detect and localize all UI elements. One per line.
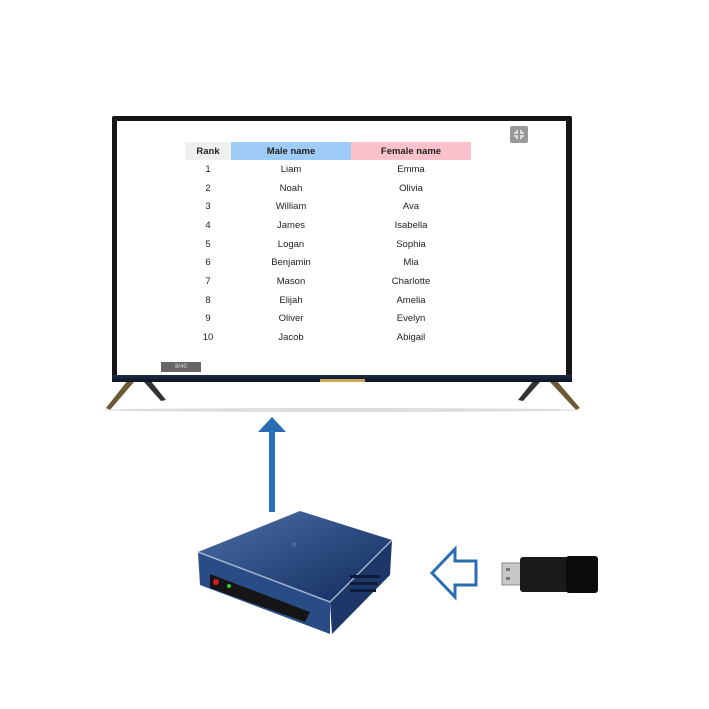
rank-cell: 2 <box>205 182 211 194</box>
rank-cell: 6 <box>205 257 211 269</box>
box-brand-logo: ⌂ <box>291 541 297 548</box>
tv-screen: Rank Male name Female name 1 Liam Emma 2 Noa… <box>117 121 566 375</box>
media-player-box: ⌂ <box>197 511 393 634</box>
rank-cell: 7 <box>205 275 211 287</box>
table-row: 9 Oliver Evelyn <box>185 310 471 329</box>
male-name-cell: James <box>277 219 305 231</box>
rank-cell: 10 <box>202 332 214 344</box>
table-row: 7 Mason Charlotte <box>185 272 471 291</box>
female-name-cell: Mia <box>403 257 419 269</box>
table-row: 1 Liam Emma <box>185 160 471 179</box>
male-name-cell: Oliver <box>278 313 304 325</box>
male-name-cell: Benjamin <box>271 257 311 269</box>
rank-cell: 5 <box>205 238 211 250</box>
table-row: 8 Elijah Amelia <box>185 291 471 310</box>
usb-drive-icon <box>501 556 598 593</box>
male-name-cell: Logan <box>277 238 305 250</box>
male-name-cell: William <box>275 201 307 213</box>
table-header-row: Rank Male name Female name <box>185 142 471 160</box>
table-row: 6 Benjamin Mia <box>185 253 471 272</box>
female-name-cell: Evelyn <box>396 313 426 325</box>
table-row: 5 Logan Sophia <box>185 235 471 254</box>
header-male-name: Male name <box>231 142 351 160</box>
male-name-cell: Noah <box>279 182 303 194</box>
female-name-cell: Isabella <box>394 219 428 231</box>
female-name-cell: Ava <box>402 201 420 213</box>
rank-cell: 1 <box>205 163 211 175</box>
rank-cell: 9 <box>205 313 211 325</box>
tv-bottom-bezel <box>112 375 572 382</box>
table-row: 3 William Ava <box>185 197 471 216</box>
female-name-cell: Charlotte <box>391 275 431 287</box>
header-rank: Rank <box>185 142 231 160</box>
up-arrow-icon <box>258 417 286 512</box>
female-name-cell: Olivia <box>399 182 423 194</box>
male-name-cell: Jacob <box>278 332 304 344</box>
rank-cell: 3 <box>205 201 211 213</box>
male-name-cell: Mason <box>276 275 306 287</box>
female-name-cell: Emma <box>397 163 425 175</box>
male-name-cell: Liam <box>280 163 302 175</box>
table-row: 2 Noah Olivia <box>185 179 471 198</box>
tv-logo-strip <box>320 379 365 382</box>
table-row: 10 Jacob Abigail <box>185 328 471 347</box>
female-name-cell: Abigail <box>396 332 426 344</box>
female-name-cell: Sophia <box>396 238 426 250</box>
left-arrow-outline-icon <box>429 545 478 601</box>
page-indicator[interactable]: 8/40 <box>161 362 201 372</box>
rank-cell: 4 <box>205 219 211 231</box>
male-name-cell: Elijah <box>279 294 303 306</box>
fullscreen-exit-icon[interactable] <box>510 126 528 143</box>
rank-cell: 8 <box>205 294 211 306</box>
female-name-cell: Amelia <box>396 294 426 306</box>
baby-names-table: Rank Male name Female name 1 Liam Emma 2 Noa… <box>185 142 471 347</box>
table-row: 4 James Isabella <box>185 216 471 235</box>
header-female-name: Female name <box>351 142 471 160</box>
